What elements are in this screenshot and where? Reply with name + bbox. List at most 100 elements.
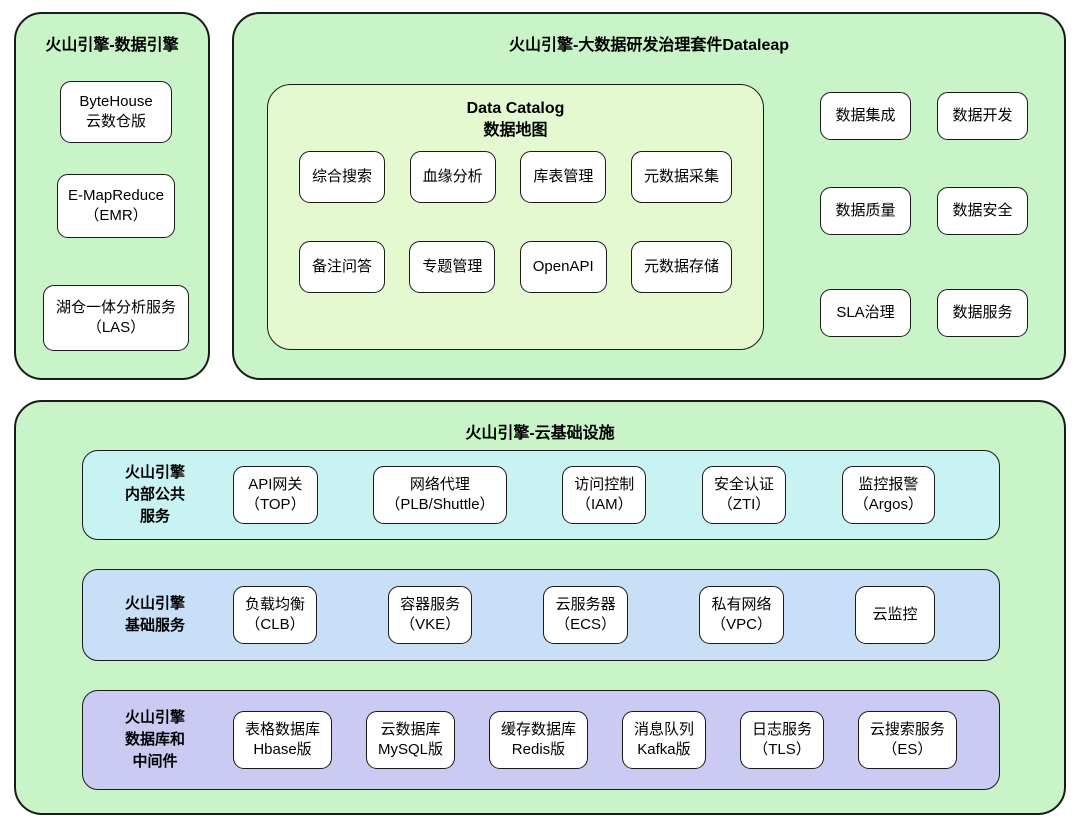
node-text-line: （EMR）	[84, 207, 148, 224]
node-text-line: （ECS）	[555, 616, 616, 633]
row-label-line: 内部公共	[124, 486, 185, 504]
node-text-line: API网关	[248, 475, 303, 493]
node-text-line: 云服务器	[555, 595, 616, 613]
node-table-management: 库表管理	[520, 151, 607, 203]
node-metadata-storage: 元数据存储	[630, 241, 732, 293]
row-label-line: 数据库和	[124, 731, 185, 749]
node-text-line: 血缘分析	[422, 167, 483, 185]
panel-cloud-infra: 火山引擎-云基础设施 火山引擎 内部公共 服务 API网关 （TOP） 网络代理…	[14, 400, 1066, 815]
data-catalog-title-cn: 数据地图	[483, 122, 548, 140]
node-text-line: （VKE）	[400, 616, 461, 633]
row-label: 火山引擎 数据库和 中间件	[105, 707, 205, 772]
node-cloud-monitor: 云监控	[854, 586, 935, 644]
node-text-line: 元数据存储	[643, 257, 719, 275]
node-text-line: 监控报警	[858, 475, 919, 493]
node-text-line: 数据质量	[835, 201, 896, 219]
node-access-control-iam: 访问控制 （IAM）	[562, 466, 647, 524]
node-text-line: Kafka版	[637, 741, 691, 758]
row-boxes: 表格数据库 Hbase版 云数据库 MySQL版 缓存数据库 Redis版 消息…	[233, 711, 957, 769]
node-text-line: （LAS）	[86, 319, 146, 336]
node-text-line: 云数仓版	[85, 113, 146, 130]
row-boxes: API网关 （TOP） 网络代理 （PLB/Shuttle） 访问控制 （IAM…	[233, 466, 935, 524]
node-text-line: （VPC）	[711, 616, 772, 633]
node-text-line: （TLS）	[753, 741, 811, 758]
node-text-line: 备注问答	[312, 257, 373, 275]
node-text-line: 库表管理	[533, 167, 594, 185]
node-text-line: MySQL版	[377, 741, 443, 758]
data-catalog-title: Data Catalog 数据地图	[268, 98, 763, 143]
row-label-line: 火山引擎	[124, 464, 185, 482]
node-text-line: Redis版	[511, 741, 566, 758]
node-text-line: （ZTI）	[717, 496, 771, 513]
node-api-gateway-top: API网关 （TOP）	[233, 466, 318, 524]
node-cloud-server-ecs: 云服务器 （ECS）	[543, 586, 628, 644]
node-text-line: SLA治理	[836, 303, 895, 321]
row-label-line: 火山引擎	[124, 709, 185, 727]
node-las: 湖仓一体分析服务 （LAS）	[43, 285, 189, 351]
row-label-line: 中间件	[132, 752, 178, 770]
node-text-line: 数据开发	[952, 106, 1013, 124]
node-text-line: 云搜索服务	[869, 720, 945, 738]
node-text-line: （CLB）	[245, 616, 305, 633]
node-data-development: 数据开发	[937, 92, 1028, 140]
node-text-line: 容器服务	[400, 595, 461, 613]
node-note-qa: 备注问答	[299, 241, 386, 293]
data-catalog-title-en: Data Catalog	[466, 100, 565, 117]
panel-dataleap-title: 火山引擎-大数据研发治理套件Dataleap	[508, 37, 790, 54]
panel-dataleap: 火山引擎-大数据研发治理套件Dataleap Data Catalog 数据地图…	[232, 12, 1066, 380]
row-label-line: 火山引擎	[124, 595, 185, 613]
node-cloud-db-mysql: 云数据库 MySQL版	[365, 711, 455, 769]
node-text-line: 数据服务	[952, 303, 1013, 321]
row-internal-public-services: 火山引擎 内部公共 服务 API网关 （TOP） 网络代理 （PLB/Shutt…	[82, 450, 1000, 540]
node-log-service-tls: 日志服务 （TLS）	[739, 711, 824, 769]
node-text-line: 元数据采集	[643, 167, 719, 185]
node-table-db-hbase: 表格数据库 Hbase版	[233, 711, 333, 769]
group-data-catalog: Data Catalog 数据地图 综合搜索 血缘分析 库表管理 元数据采集 备…	[267, 84, 764, 350]
node-text-line: （IAM）	[575, 496, 633, 513]
node-text-line: 数据集成	[835, 106, 896, 124]
node-text-line: 网络代理	[409, 475, 470, 493]
row-label: 火山引擎 内部公共 服务	[105, 462, 205, 527]
node-emr: E-MapReduce （EMR）	[57, 174, 175, 238]
node-text-line: 综合搜索	[312, 167, 373, 185]
node-text-line: （ES）	[882, 741, 933, 758]
node-text-line: ByteHouse	[79, 92, 153, 110]
node-private-network-vpc: 私有网络 （VPC）	[699, 586, 784, 644]
node-monitoring-alarm-argos: 监控报警 （Argos）	[841, 466, 935, 524]
node-data-security: 数据安全	[937, 187, 1028, 235]
node-topic-management: 专题管理	[409, 241, 496, 293]
node-container-service-vke: 容器服务 （VKE）	[388, 586, 473, 644]
node-data-quality: 数据质量	[820, 187, 911, 235]
node-text-line: 负载均衡	[245, 595, 306, 613]
node-text-line: 表格数据库	[245, 720, 321, 738]
node-text-line: 日志服务	[751, 720, 812, 738]
node-text-line: OpenAPI	[532, 257, 594, 275]
node-message-queue-kafka: 消息队列 Kafka版	[621, 711, 706, 769]
node-integrated-search: 综合搜索	[299, 151, 386, 203]
node-text-line: 专题管理	[422, 257, 483, 275]
node-data-integration: 数据集成	[820, 92, 911, 140]
node-text-line: Hbase版	[253, 741, 312, 758]
row-label-line: 基础服务	[124, 617, 185, 634]
node-cache-db-redis: 缓存数据库 Redis版	[488, 711, 588, 769]
data-catalog-row-2: 备注问答 专题管理 OpenAPI 元数据存储	[268, 241, 763, 293]
node-text-line: （Argos）	[853, 496, 923, 513]
node-text-line: 数据安全	[952, 201, 1013, 219]
node-network-proxy-plb-shuttle: 网络代理 （PLB/Shuttle）	[373, 466, 507, 524]
node-text-line: （PLB/Shuttle）	[385, 496, 495, 513]
node-sla-governance: SLA治理	[820, 289, 911, 337]
data-catalog-row-1: 综合搜索 血缘分析 库表管理 元数据采集	[268, 151, 763, 203]
node-text-line: 湖仓一体分析服务	[55, 298, 176, 316]
node-text-line: 缓存数据库	[500, 720, 576, 738]
panel-data-engine: 火山引擎-数据引擎 ByteHouse 云数仓版 E-MapReduce （EM…	[14, 12, 210, 380]
row-basic-services: 火山引擎 基础服务 负载均衡 （CLB） 容器服务 （VKE） 云服务器 （EC…	[82, 569, 1000, 661]
node-text-line: 私有网络	[711, 595, 772, 613]
node-bytehouse: ByteHouse 云数仓版	[60, 81, 172, 143]
row-database-middleware: 火山引擎 数据库和 中间件 表格数据库 Hbase版 云数据库 MySQL版 缓…	[82, 690, 1000, 790]
node-text-line: 访问控制	[574, 475, 635, 493]
node-text-line: E-MapReduce	[68, 186, 164, 204]
node-metadata-collection: 元数据采集	[630, 151, 732, 203]
node-text-line: 消息队列	[633, 720, 694, 738]
row-boxes: 负载均衡 （CLB） 容器服务 （VKE） 云服务器 （ECS） 私有网络 （V…	[233, 586, 935, 644]
